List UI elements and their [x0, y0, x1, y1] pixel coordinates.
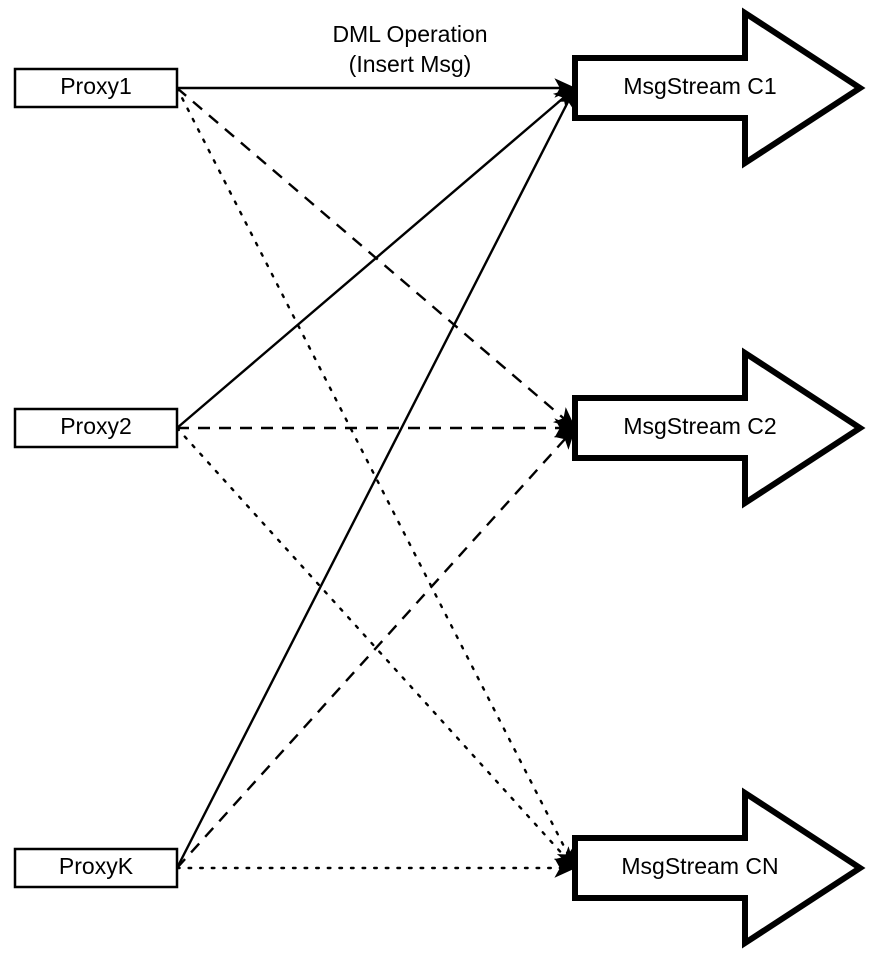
edge-caption-line-1: DML Operation: [332, 21, 487, 47]
streams-layer: MsgStream C1 MsgStream C2 MsgStream CN: [572, 7, 866, 949]
connection-line-dotted[interactable]: [175, 86, 577, 870]
connections-layer: [175, 78, 577, 878]
proxy-box-shape[interactable]: [13, 67, 179, 109]
msgstream-label: MsgStream CN: [621, 853, 778, 879]
connection-line-dashed[interactable]: [176, 427, 576, 869]
proxy-node-proxy1[interactable]: Proxy1: [13, 67, 179, 109]
msgstream-stream_c1[interactable]: MsgStream C1: [572, 7, 866, 169]
proxy-box-shape[interactable]: [13, 407, 179, 449]
msgstream-label: MsgStream C1: [623, 73, 776, 99]
connection-proxyk-to-c2[interactable]: [176, 427, 576, 869]
proxy-label: ProxyK: [59, 853, 134, 879]
msgstream-label: MsgStream C2: [623, 413, 776, 439]
proxy-label: Proxy2: [60, 413, 132, 439]
msgstream-stream_cn[interactable]: MsgStream CN: [572, 787, 866, 949]
msgstream-arrow-shape[interactable]: [572, 347, 866, 509]
connection-proxy2-to-c1[interactable]: [176, 87, 576, 429]
connection-line-solid[interactable]: [176, 87, 576, 429]
edge-caption: DML Operation (Insert Msg): [332, 21, 487, 77]
connection-line-solid[interactable]: [175, 87, 577, 869]
proxy-node-proxy2[interactable]: Proxy2: [13, 407, 179, 449]
proxy-label: Proxy1: [60, 73, 132, 99]
msgstream-stream_c2[interactable]: MsgStream C2: [572, 347, 866, 509]
connection-proxy1-to-cn[interactable]: [175, 86, 577, 870]
edge-caption-line-2: (Insert Msg): [349, 51, 472, 77]
proxy-box-shape[interactable]: [13, 847, 179, 889]
proxy-node-proxyk[interactable]: ProxyK: [13, 847, 179, 889]
msgstream-arrow-shape[interactable]: [572, 787, 866, 949]
msgstream-arrow-shape[interactable]: [572, 7, 866, 169]
connection-proxyk-to-c1[interactable]: [175, 87, 577, 869]
